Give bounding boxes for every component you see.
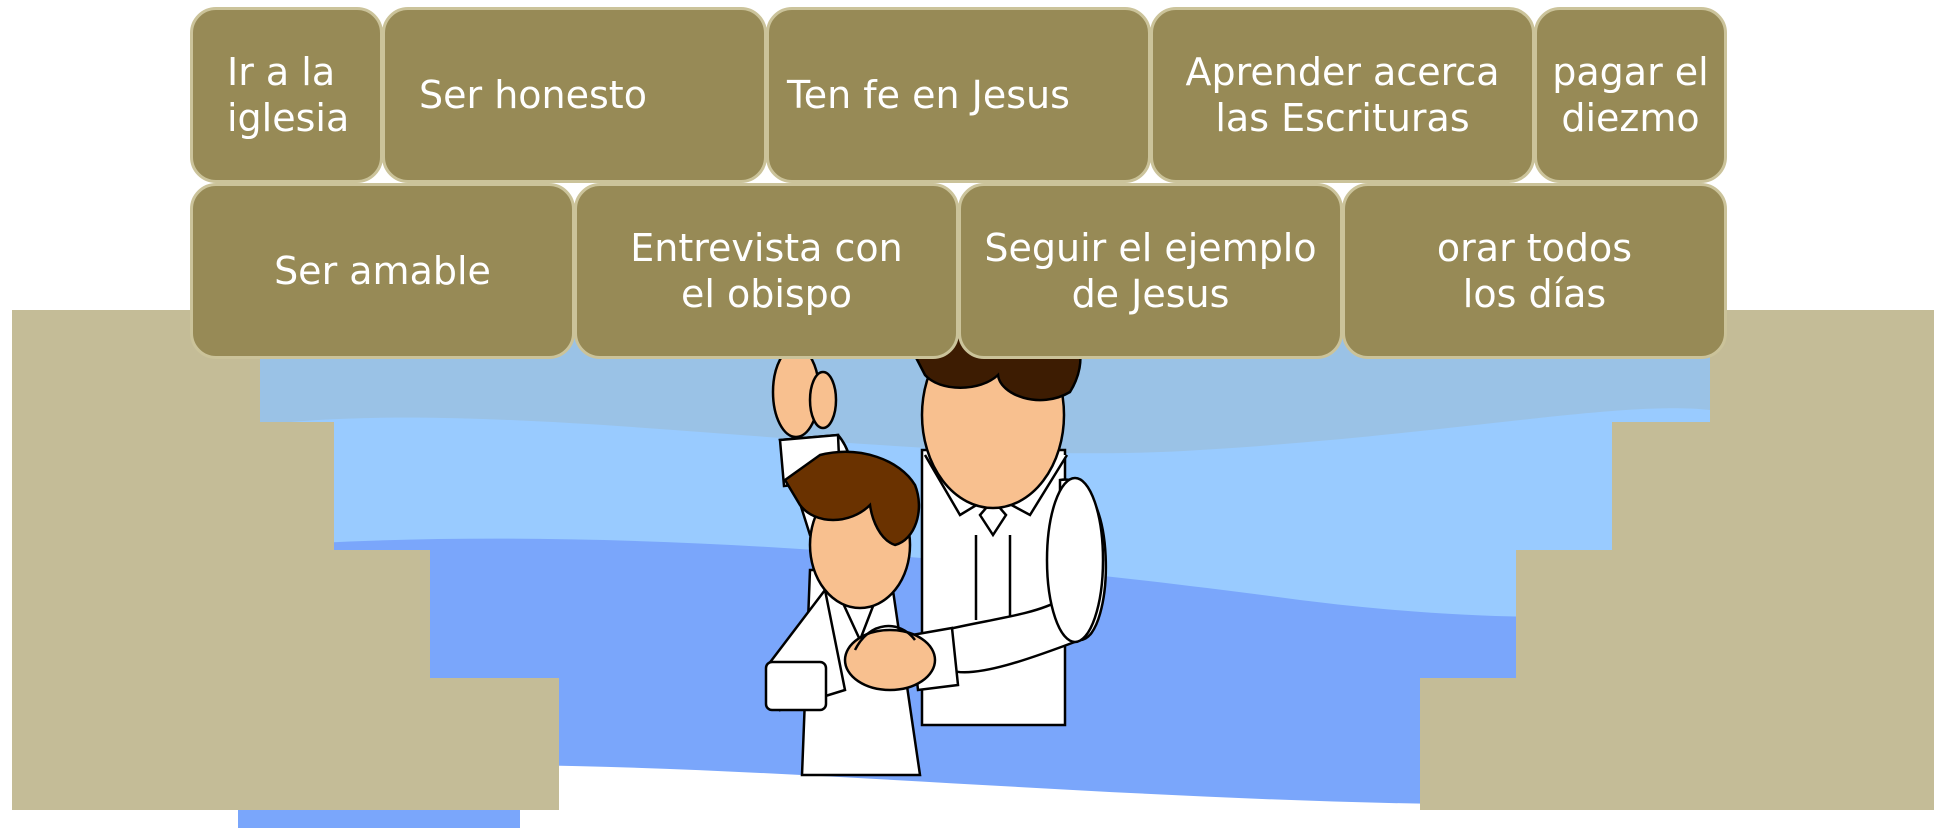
tile-seguir-el-ejemplo[interactable]: Seguir el ejemplo de Jesus bbox=[958, 183, 1343, 359]
tile-aprender-acerca[interactable]: Aprender acerca las Escrituras bbox=[1150, 7, 1535, 183]
right-steps bbox=[1420, 310, 1934, 810]
tile-pagar-el-diezmo[interactable]: pagar el diezmo bbox=[1534, 7, 1727, 183]
tile-ser-amable[interactable]: Ser amable bbox=[190, 183, 575, 359]
left-steps bbox=[12, 310, 559, 810]
tile-entrevista-con-el-obispo[interactable]: Entrevista con el obispo bbox=[574, 183, 959, 359]
tile-ten-fe-en-jesus[interactable]: Ten fe en Jesus bbox=[766, 7, 1151, 183]
child-figure bbox=[764, 450, 937, 777]
tile-orar-todos-los-dias[interactable]: orar todos los días bbox=[1342, 183, 1727, 359]
child-cuff bbox=[764, 660, 828, 712]
tile-ir-a-la-iglesia[interactable]: Ir a la iglesia bbox=[190, 7, 383, 183]
child-hair bbox=[783, 450, 921, 547]
water-wave-bottom bbox=[520, 765, 1750, 828]
tile-ser-honesto[interactable]: Ser honesto bbox=[382, 7, 767, 183]
child-hands bbox=[843, 628, 937, 692]
